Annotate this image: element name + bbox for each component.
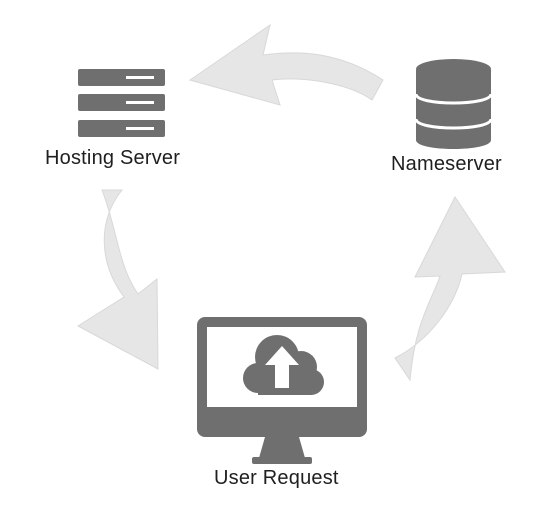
server-rack-icon bbox=[78, 69, 165, 137]
arrow-nameserver-to-hosting bbox=[188, 23, 384, 106]
database-icon bbox=[414, 59, 493, 149]
monitor-cloud-upload-icon bbox=[197, 317, 367, 464]
user-request-label: User Request bbox=[214, 467, 339, 489]
nameserver-label: Nameserver bbox=[391, 153, 502, 175]
arrow-hosting-to-user bbox=[77, 189, 159, 370]
upload-arrow-icon bbox=[265, 346, 299, 388]
arrow-user-to-nameserver bbox=[394, 196, 506, 382]
hosting-server-label: Hosting Server bbox=[45, 147, 181, 169]
